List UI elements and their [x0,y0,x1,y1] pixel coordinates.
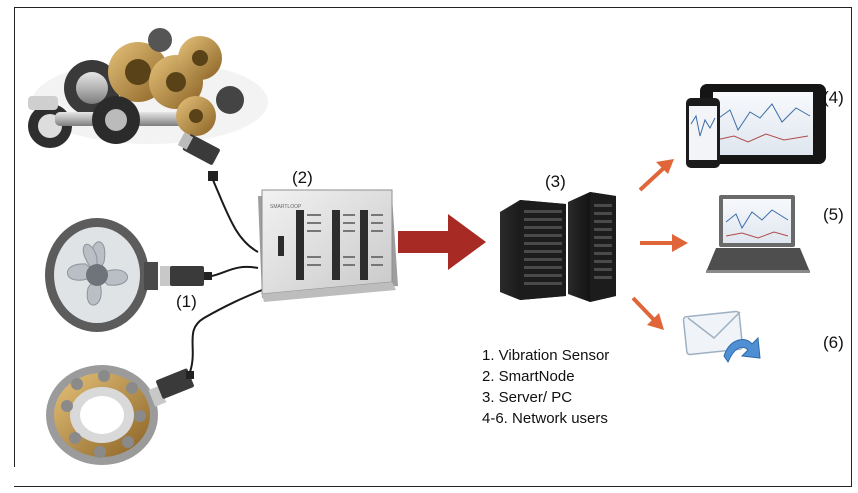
label-sensor: (1) [176,292,197,311]
legend-item-sensor: 1. Vibration Sensor [482,347,610,364]
fan-image [45,218,158,332]
label-tablet: (4) [823,88,844,107]
arrow-to-email [631,296,658,324]
sensor-cables [189,179,263,373]
network-user-arrows [631,164,674,324]
cable-bearing [189,289,263,373]
email-envelope-icon [682,310,761,364]
frame-right-border [851,7,852,487]
bearing-sensor [148,368,194,407]
tablet-phone-image [686,84,826,168]
arrow-to-tablet [638,164,668,192]
legend-item-smartnode: 2. SmartNode [482,368,575,385]
label-smartnode: (2) [292,168,313,187]
laptop-image [706,195,810,273]
legend-item-server: 3. Server/ PC [482,389,573,406]
main-data-arrow [398,214,486,270]
server-rack-image [500,192,616,302]
smartnode-device: SMARTLOOP [258,189,398,302]
network-user-arrowheads [647,159,688,330]
legend-item-users: 4-6. Network users [482,410,608,427]
label-server: (3) [545,172,566,191]
frame-bottom-border [14,486,852,487]
frame-left-border [14,7,15,467]
cable-gearbox [212,179,259,253]
bearing-image [46,365,158,465]
label-laptop: (5) [823,205,844,224]
frame-top-border [14,7,852,8]
smartnode-brand: SMARTLOOP [270,204,302,210]
label-email: (6) [823,333,844,352]
fan-sensor [160,266,212,286]
cable-fan [211,266,259,277]
gearbox-image [28,28,268,148]
gearbox-sensor [177,132,220,181]
legend: 1. Vibration Sensor 2. SmartNode 3. Serv… [482,345,609,429]
